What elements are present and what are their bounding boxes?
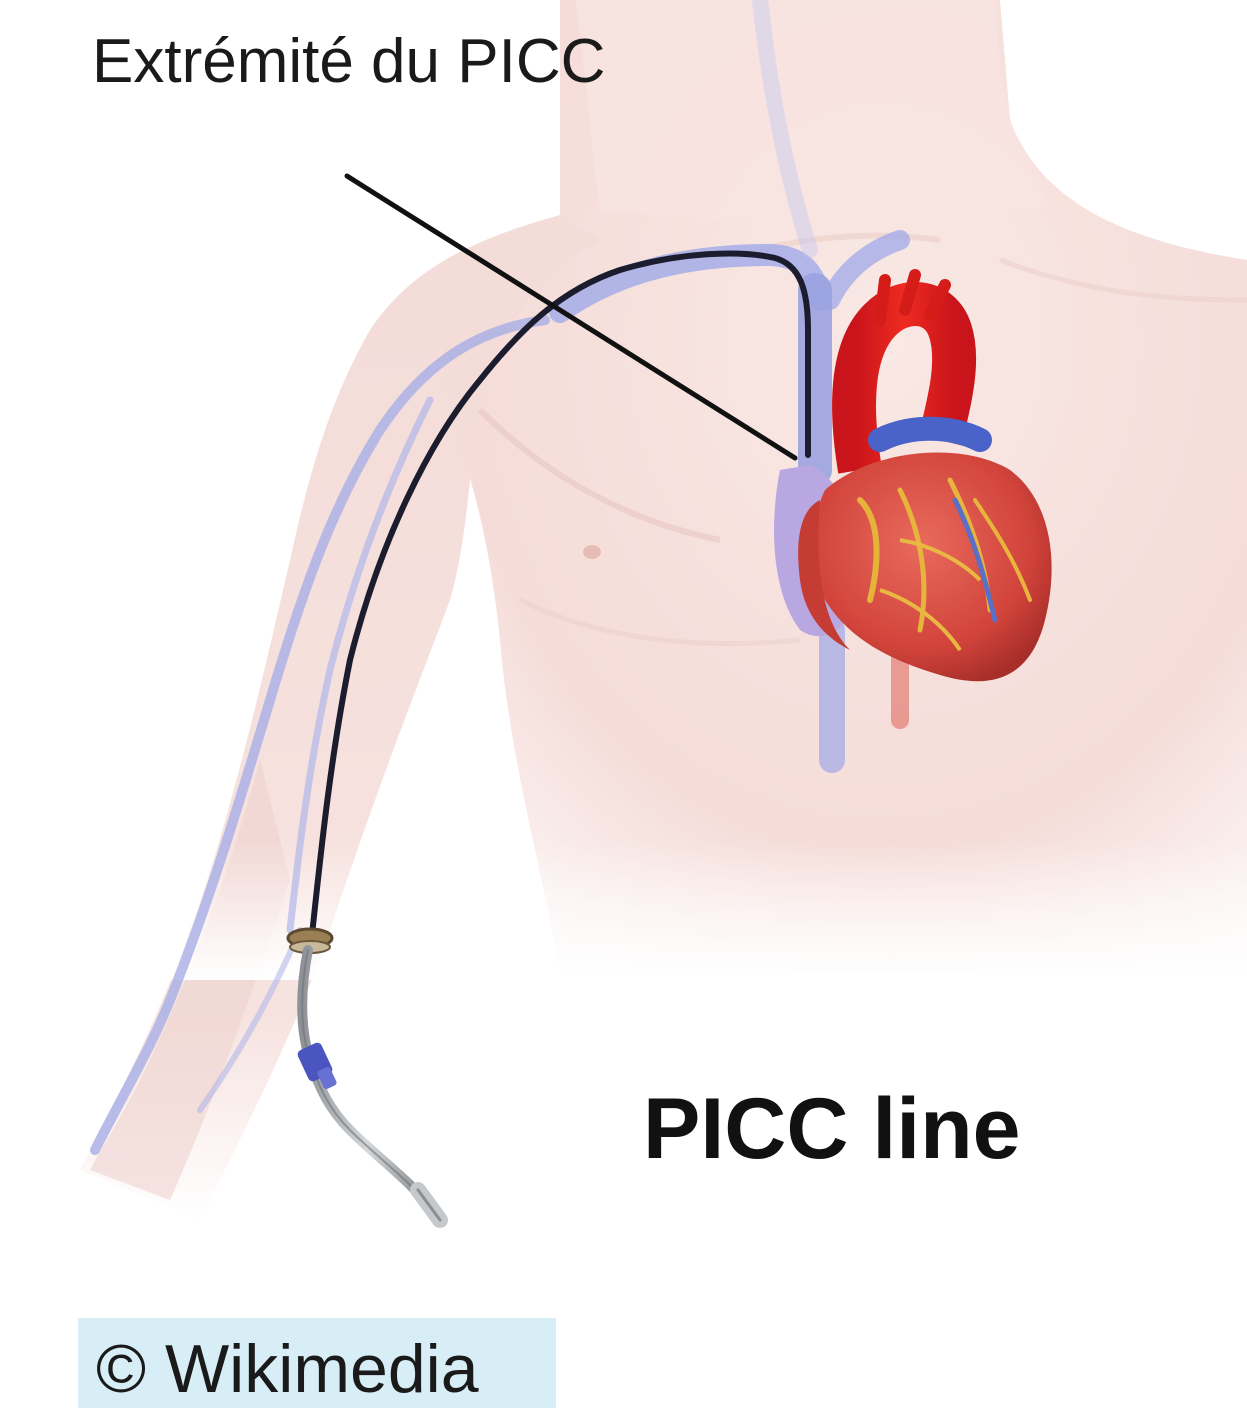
torso [0, 0, 1247, 1220]
catheter-tip-label: Extrémité du PICC [92, 26, 605, 97]
credit-text: © Wikimedia [96, 1330, 479, 1408]
diagram-title: PICC line [643, 1080, 1021, 1179]
nipple [583, 545, 601, 559]
credit-box: © Wikimedia [78, 1318, 556, 1408]
